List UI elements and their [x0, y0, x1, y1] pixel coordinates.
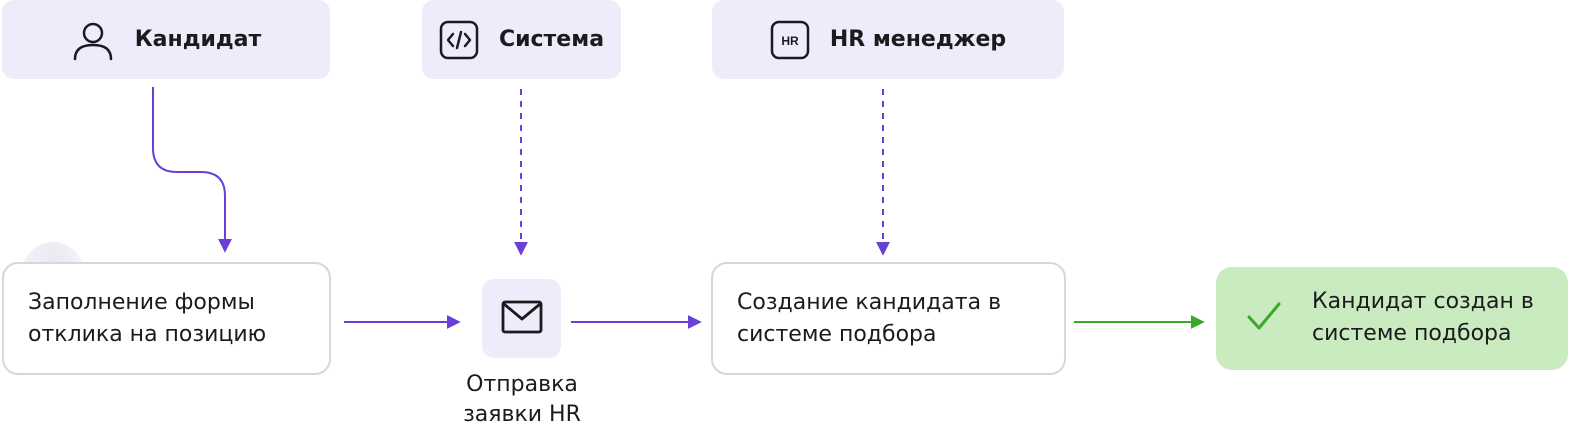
- actor-hr-label: HR менеджер: [829, 27, 1007, 52]
- code-icon: [439, 20, 479, 60]
- actor-candidate-label: Кандидат: [134, 27, 262, 52]
- step-send-request: [482, 279, 561, 358]
- actor-hr: HR HR менеджер: [712, 0, 1064, 79]
- mail-icon: [501, 300, 543, 338]
- result-text: Кандидат создан в системе подбора: [1312, 289, 1534, 346]
- hr-badge-icon: HR: [770, 20, 810, 60]
- step-send-request-label: Отправка заявки HR: [463, 372, 581, 427]
- step-create-candidate: Создание кандидата в системе подбора: [711, 262, 1066, 375]
- actor-system-label: Система: [498, 27, 605, 52]
- step-create-candidate-text: Создание кандидата в системе подбора: [737, 289, 1002, 347]
- step-fill-form: Заполнение формы отклика на позицию: [2, 262, 331, 375]
- result-candidate-created: Кандидат создан в системе подбора: [1216, 267, 1568, 370]
- check-icon: [1246, 301, 1282, 337]
- actor-candidate: Кандидат: [2, 0, 330, 79]
- connector-candidate-to-form: [152, 87, 232, 253]
- actor-system: Система: [422, 0, 621, 79]
- user-icon: [71, 18, 115, 62]
- hr-badge-text: HR: [781, 34, 799, 48]
- step-fill-form-text: Заполнение формы отклика на позицию: [28, 289, 267, 347]
